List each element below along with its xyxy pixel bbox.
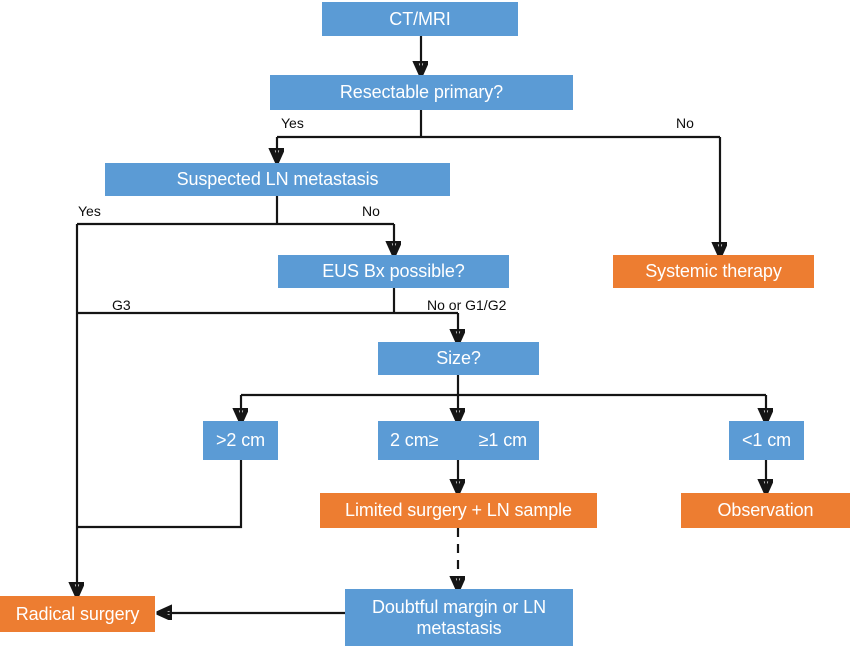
node-size-lt-1cm[interactable]: <1 cm (729, 421, 804, 460)
node-systemic-therapy-label: Systemic therapy (645, 261, 782, 282)
node-size[interactable]: Size? (378, 342, 539, 375)
edge-label-eus-no-or-g1-g2: No or G1/G2 (427, 297, 506, 313)
node-ct-mri-label: CT/MRI (389, 8, 451, 29)
node-eus-bx-possible-label: EUS Bx possible? (322, 261, 465, 282)
edge-label-eus-g3-text: G3 (112, 297, 131, 313)
node-size-lt-1cm-label: <1 cm (741, 430, 792, 451)
node-limited-surgery-ln-sample-label: Limited surgery + LN sample (345, 500, 572, 521)
node-radical-surgery[interactable]: Radical surgery (0, 596, 155, 632)
node-limited-surgery-ln-sample[interactable]: Limited surgery + LN sample (320, 493, 597, 528)
node-size-1-to-2cm-lower-label: ≥1 cm (478, 430, 527, 451)
edge-label-ln-no-text: No (362, 203, 380, 219)
edge-label-resectable-yes: Yes (281, 115, 304, 131)
node-systemic-therapy[interactable]: Systemic therapy (613, 255, 814, 288)
node-doubtful-margin-line1: Doubtful margin or LN (372, 596, 546, 617)
edge-label-resectable-no: No (676, 115, 694, 131)
edge-label-eus-g3: G3 (112, 297, 131, 313)
node-size-gt-2cm[interactable]: >2 cm (203, 421, 278, 460)
node-radical-surgery-label: Radical surgery (15, 603, 140, 624)
node-observation[interactable]: Observation (681, 493, 850, 528)
node-size-label: Size? (436, 348, 481, 369)
edge-label-eus-no-or-g1-g2-text: No or G1/G2 (427, 297, 507, 313)
node-resectable-primary[interactable]: Resectable primary? (270, 75, 573, 110)
edge-label-ln-no: No (362, 203, 380, 219)
edge-label-ln-yes-text: Yes (78, 203, 101, 219)
node-size-1-to-2cm[interactable]: 2 cm≥ ≥1 cm (378, 421, 539, 460)
node-resectable-primary-label: Resectable primary? (339, 82, 504, 103)
node-ct-mri[interactable]: CT/MRI (322, 2, 518, 36)
edge-label-resectable-yes-text: Yes (281, 115, 304, 131)
wire-gt2cm-to-trunk (77, 460, 243, 529)
node-suspected-ln-metastasis-label: Suspected LN metastasis (176, 169, 379, 190)
node-eus-bx-possible[interactable]: EUS Bx possible? (278, 255, 509, 288)
node-doubtful-margin-or-ln-metastasis[interactable]: Doubtful margin or LN metastasis (345, 589, 573, 646)
node-size-1-to-2cm-upper-label: 2 cm≥ (390, 430, 439, 451)
node-suspected-ln-metastasis[interactable]: Suspected LN metastasis (105, 163, 450, 196)
node-size-gt-2cm-label: >2 cm (215, 430, 266, 451)
edge-label-ln-yes: Yes (78, 203, 101, 219)
edge-label-resectable-no-text: No (676, 115, 694, 131)
node-observation-label: Observation (717, 500, 814, 521)
node-doubtful-margin-line2: metastasis (416, 617, 502, 638)
